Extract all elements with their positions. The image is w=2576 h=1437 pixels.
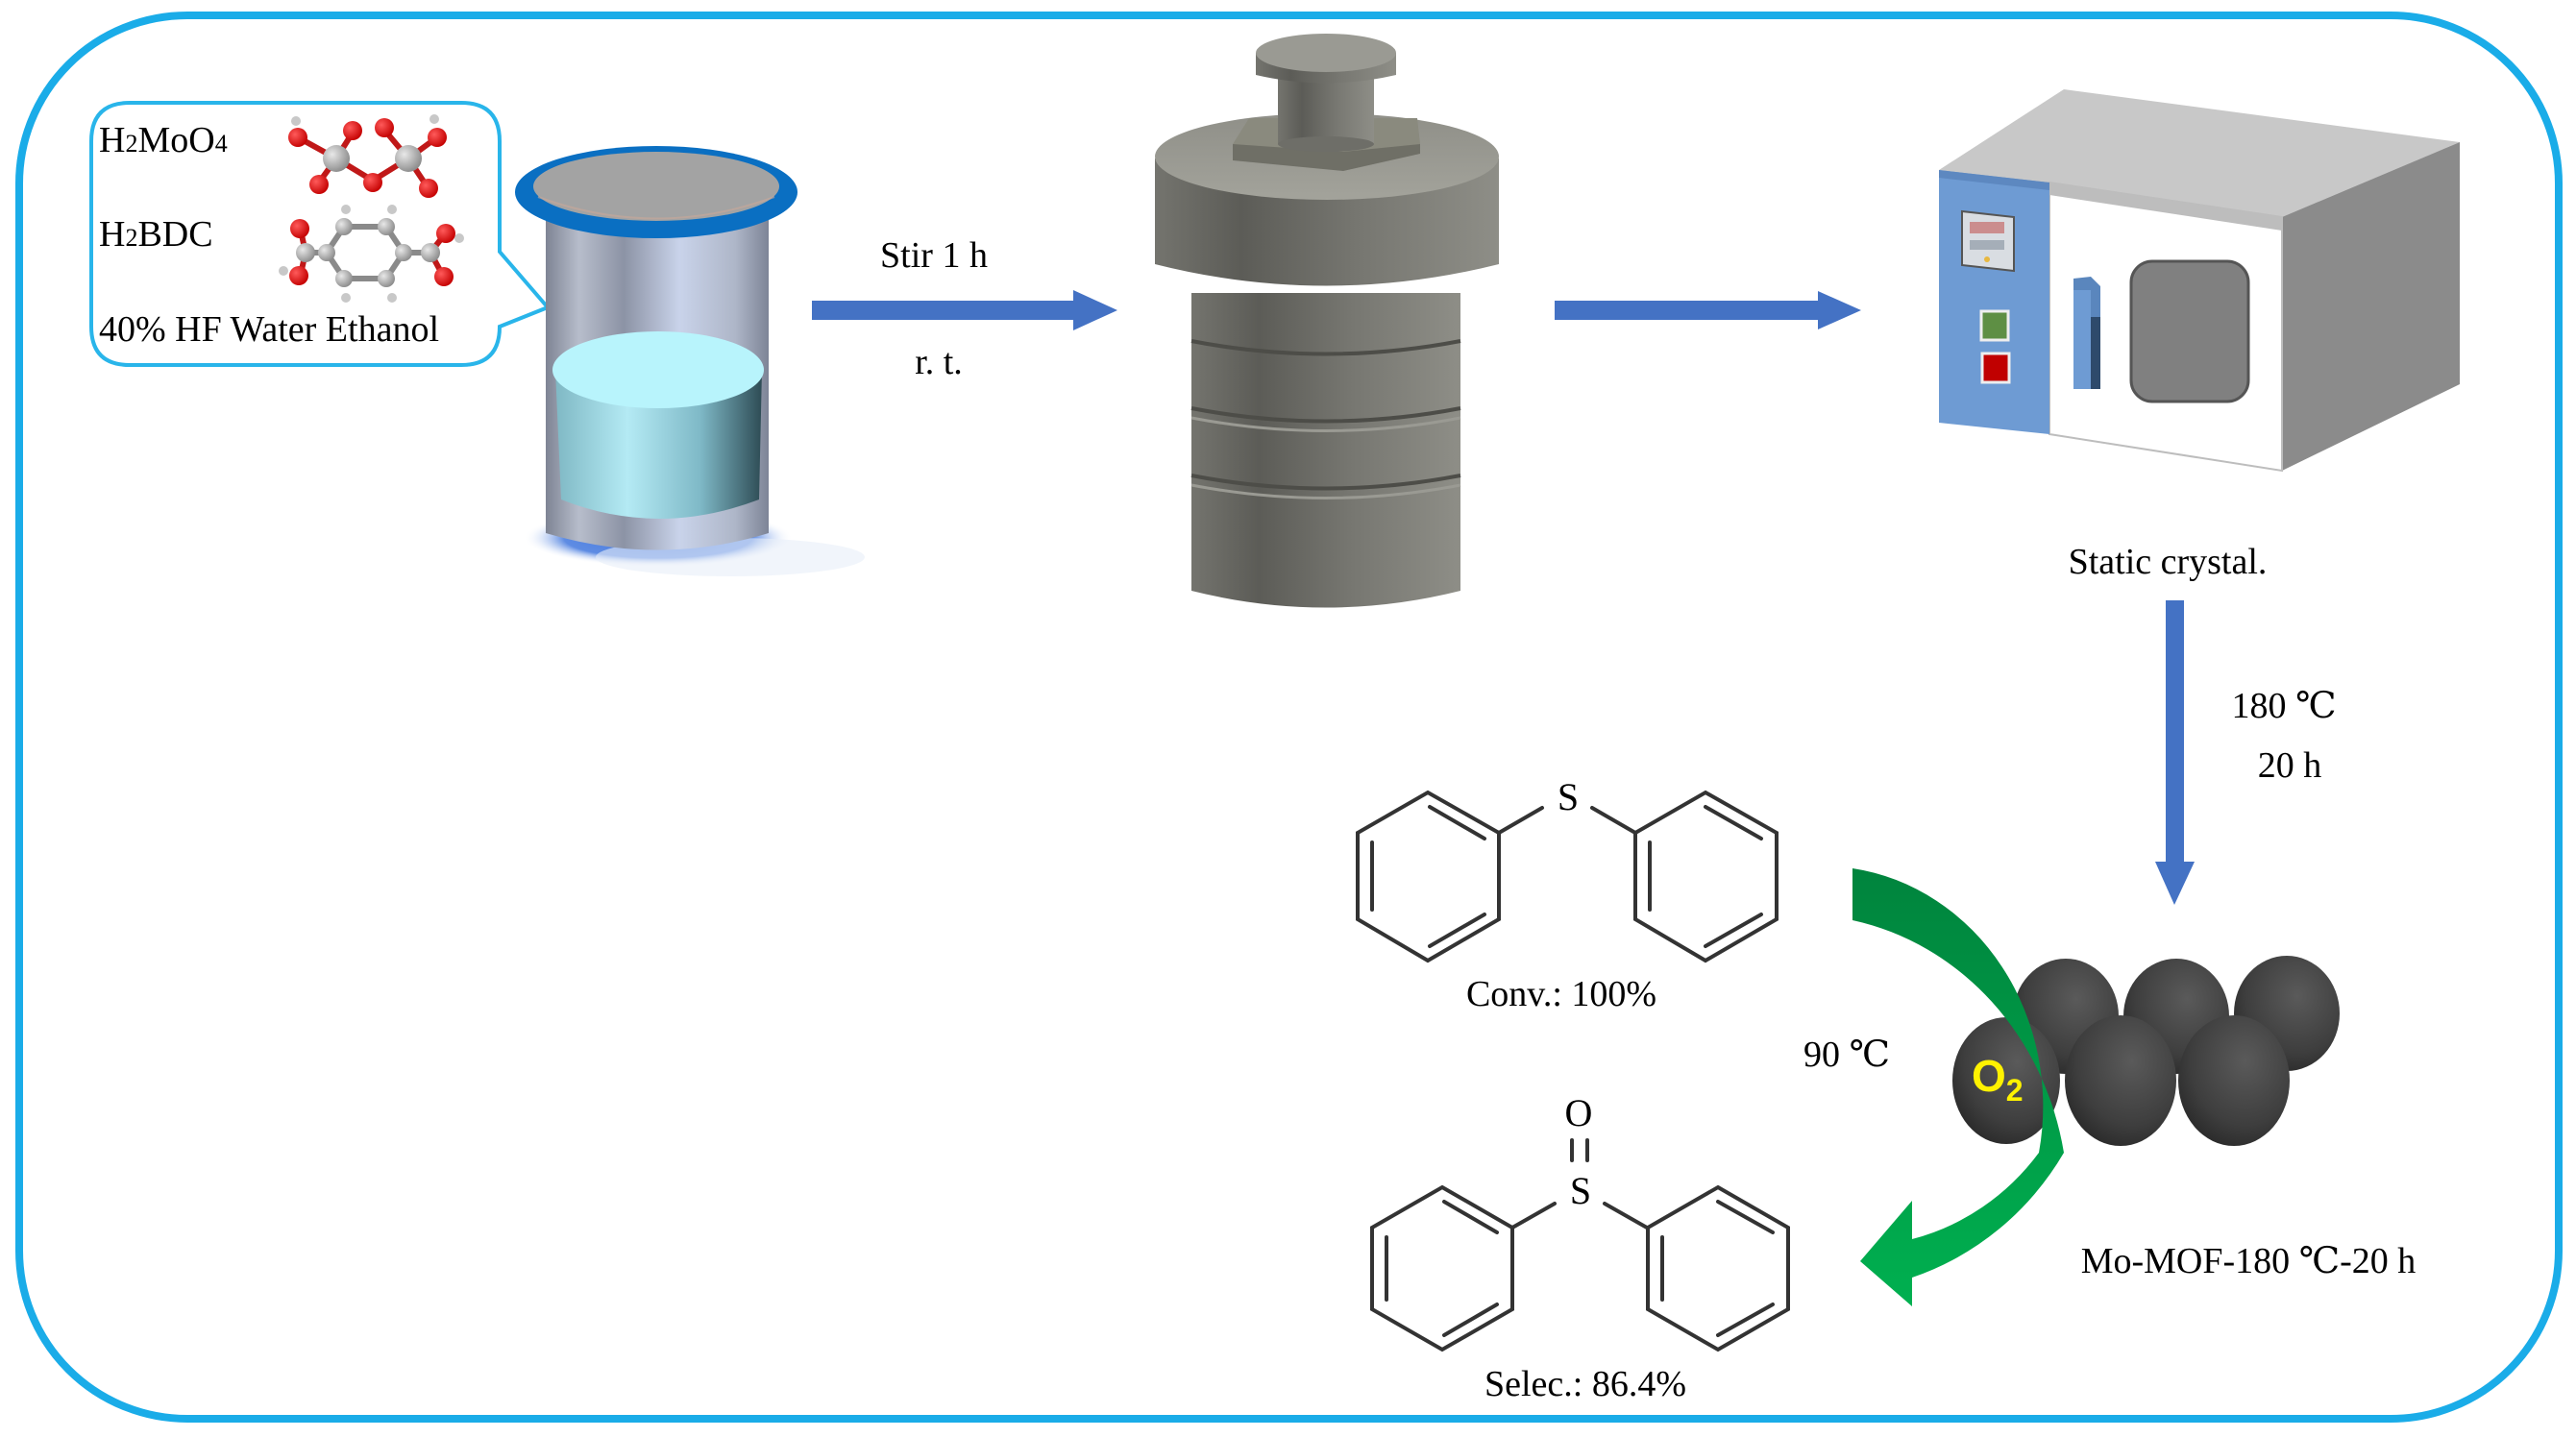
step-label-static-crystal: Static crystal. (2069, 542, 2268, 582)
reaction-curved-arrow (1852, 868, 2064, 1306)
sulfur-atom-label: S (1570, 1169, 1591, 1212)
oxygen-atom-label: O (1565, 1091, 1593, 1134)
drying-oven-icon (1939, 89, 2460, 473)
beaker-icon (515, 146, 865, 576)
oven-green-button (1979, 309, 2010, 342)
flow-arrow-to-oven (1555, 291, 1861, 329)
sulfur-atom-label: S (1558, 775, 1579, 818)
diphenyl-sulfide-structure: S (1356, 775, 1779, 963)
flow-arrow-down (2155, 600, 2195, 905)
diphenyl-sulfoxide-structure: O S (1370, 1091, 1790, 1352)
mo-mof-particles-icon (1952, 956, 2340, 1146)
reagent-callout: H2MoO4 H2BDC 40% HF Water Ethanol (89, 101, 552, 367)
oxidant-o2-label: O2 (1972, 1051, 2024, 1108)
flow-arrow-stir (812, 290, 1117, 330)
reaction-temperature-label: 90 ℃ (1803, 1035, 1890, 1075)
outer-frame (15, 12, 2563, 1423)
reagent-label-solvent: 40% HF Water Ethanol (99, 309, 439, 350)
callout-bubble (89, 101, 552, 367)
step-label-duration: 20 h (2258, 745, 2322, 786)
oven-window (2129, 259, 2250, 403)
step-label-temperature: 180 ℃ (2231, 686, 2336, 726)
terephthalic-acid-ball-stick-icon (279, 205, 464, 303)
oven-red-button (1980, 352, 2011, 384)
autoclave-icon (1155, 34, 1499, 608)
selectivity-caption: Selec.: 86.4% (1484, 1364, 1686, 1404)
molybdic-acid-ball-stick-icon (288, 114, 447, 198)
step-label-room-temp: r. t. (915, 342, 963, 382)
reagent-label-h2moo4: H2MoO4 (99, 120, 228, 160)
catalyst-label: Mo-MOF-180 ℃-20 h (2081, 1241, 2417, 1281)
step-label-stir: Stir 1 h (880, 235, 988, 276)
reagent-label-h2bdc: H2BDC (99, 214, 213, 255)
oven-handle-icon (2073, 277, 2100, 389)
oven-display-icon (1961, 209, 2015, 273)
conversion-caption: Conv.: 100% (1466, 974, 1656, 1014)
